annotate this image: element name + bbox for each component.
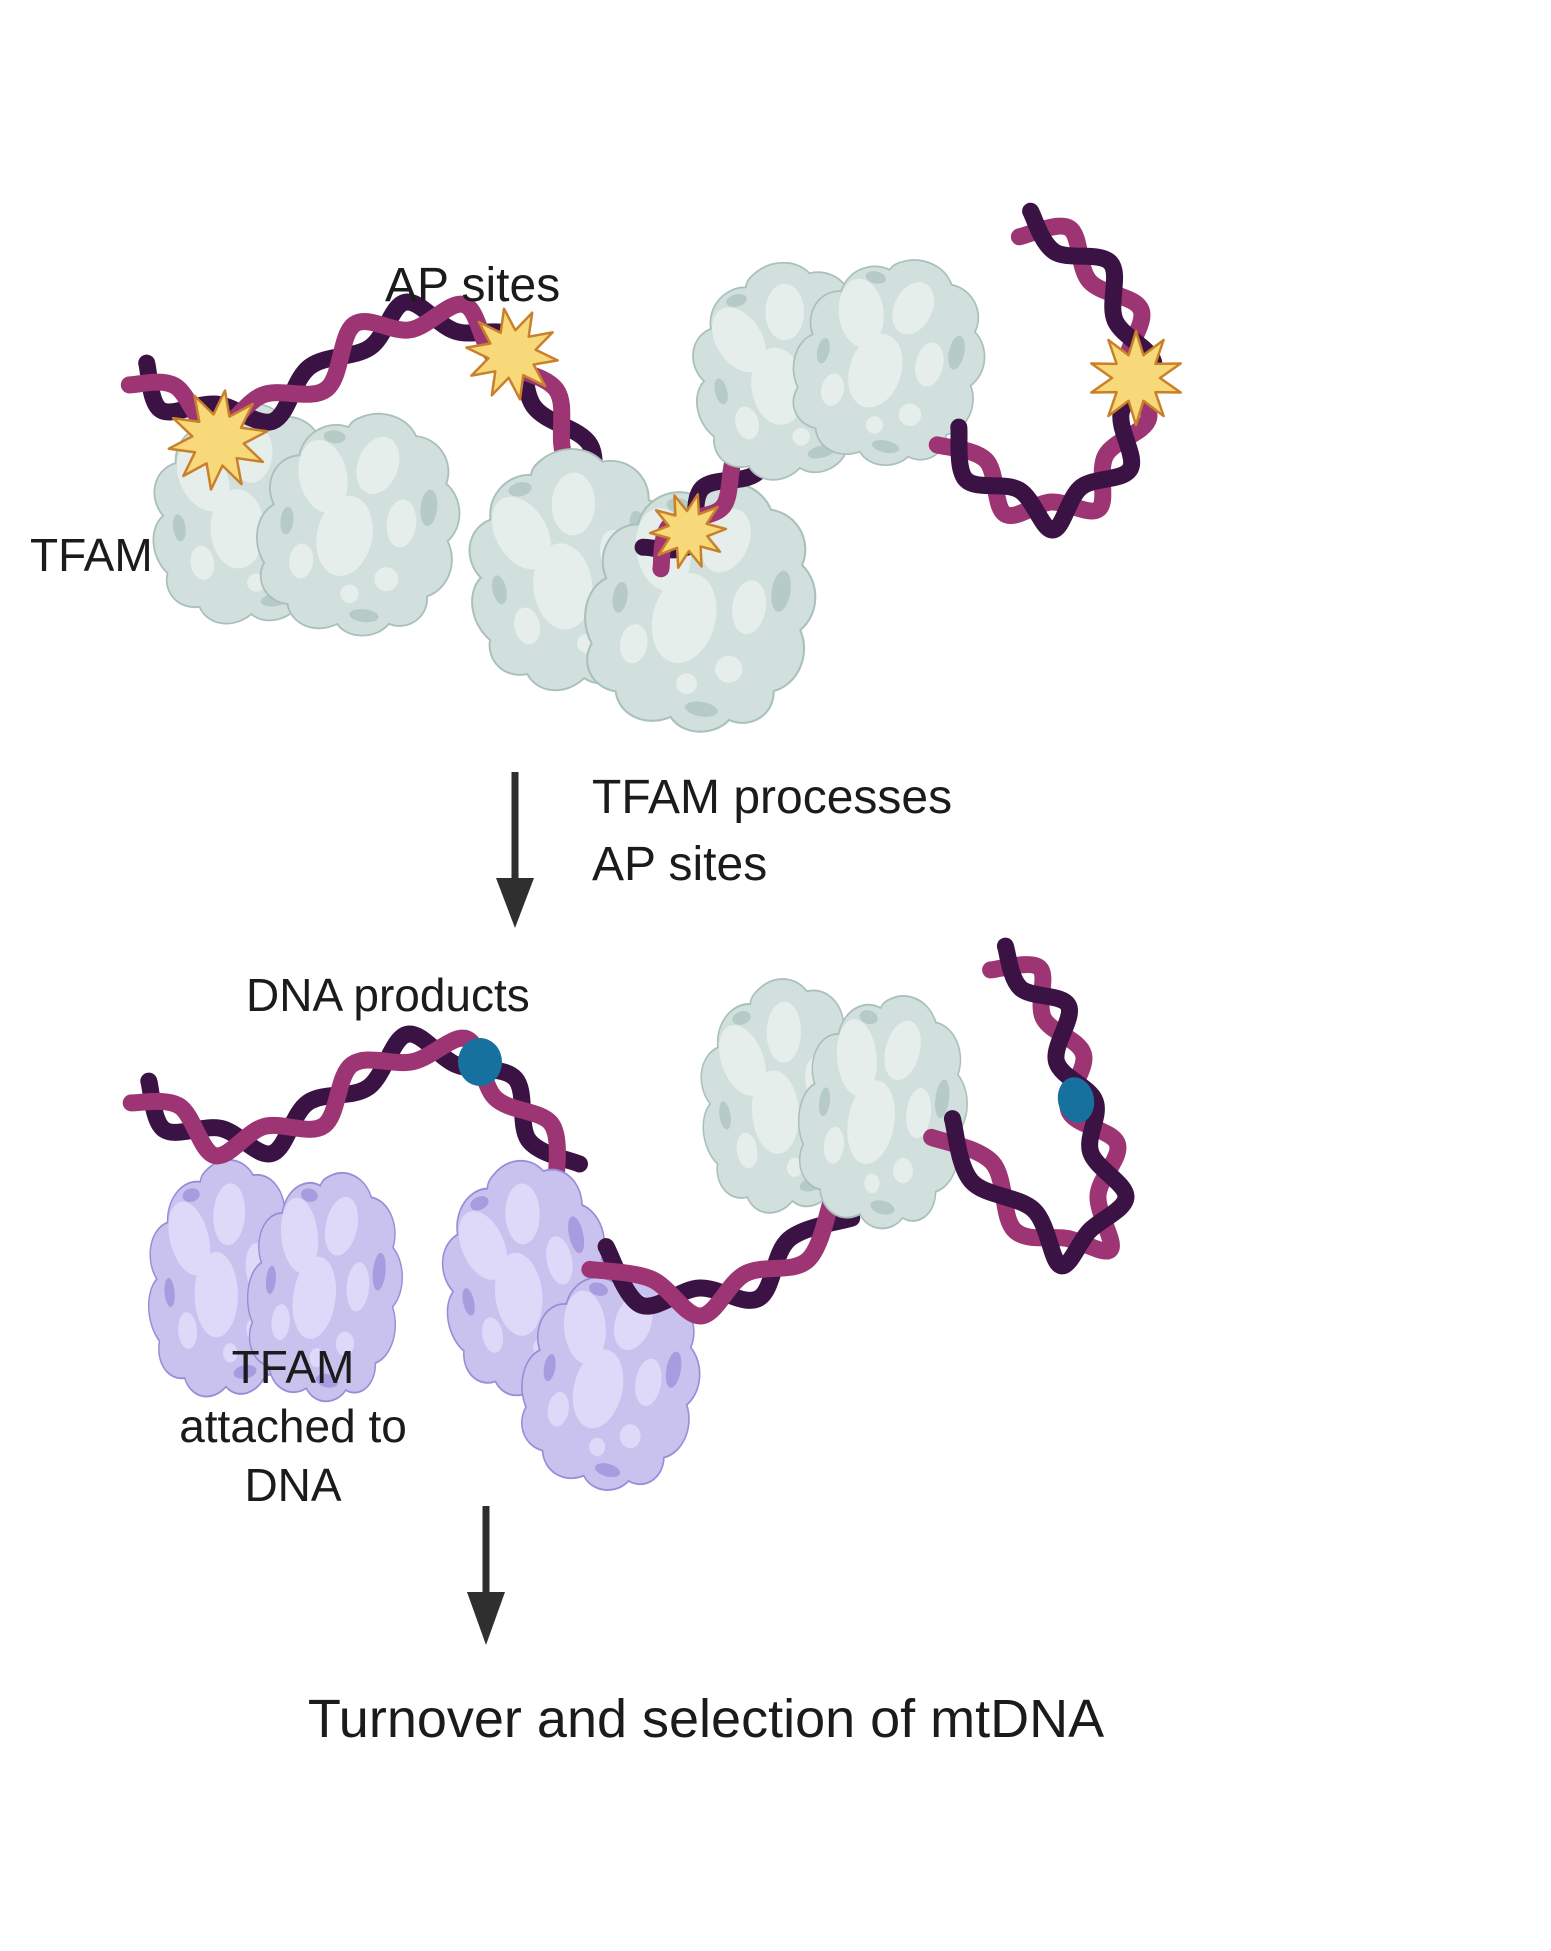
down-arrow-icon <box>467 1506 505 1645</box>
dna-strand-magenta <box>581 1189 841 1325</box>
dna-strand-dark <box>140 1025 588 1173</box>
top-panel-damaged-mtdna <box>120 202 1182 747</box>
tfam-dimer-free <box>681 961 981 1244</box>
outcome-label: Turnover and selection of mtDNA <box>307 1689 1105 1749</box>
down-arrow-icon <box>496 772 534 928</box>
process-step-label: TFAM processes AP sites <box>592 764 952 898</box>
ap-site-star-icon <box>1090 329 1182 427</box>
ap-site-star-icon <box>648 493 728 569</box>
tfam-attached-line3: DNA <box>244 1459 342 1511</box>
dna-strand-dark <box>950 202 1163 539</box>
process-step-line2: AP sites <box>592 838 768 891</box>
ap-sites-label: AP sites <box>385 259 561 312</box>
dna-strand-dark <box>943 937 1135 1275</box>
dna-product-dot-icon <box>458 1038 502 1086</box>
dna-helix-segment <box>928 202 1163 539</box>
dna-product-dot-icon <box>1057 1077 1095 1123</box>
dna-products-label: DNA products <box>246 969 530 1021</box>
middle-panel-processed-mtdna <box>122 937 1135 1508</box>
tfam-attached-line2: attached to <box>179 1400 407 1452</box>
dna-strand-magenta <box>928 217 1158 524</box>
tfam-attached-label: TFAM attached to DNA <box>179 1338 407 1515</box>
tfam-attached-line1: TFAM <box>231 1341 355 1393</box>
tfam-label: TFAM <box>30 529 153 581</box>
process-step-line1: TFAM processes <box>592 771 953 824</box>
dna-helix-segment <box>581 1189 861 1325</box>
dna-helix-segment <box>122 1025 588 1189</box>
dna-strand-magenta <box>122 1029 566 1189</box>
tfam-dimer-attached-2 <box>418 1138 717 1508</box>
ap-site-star-icon <box>465 307 559 401</box>
dna-helix-segment <box>923 937 1135 1275</box>
ap-site-star-icon <box>167 389 269 491</box>
